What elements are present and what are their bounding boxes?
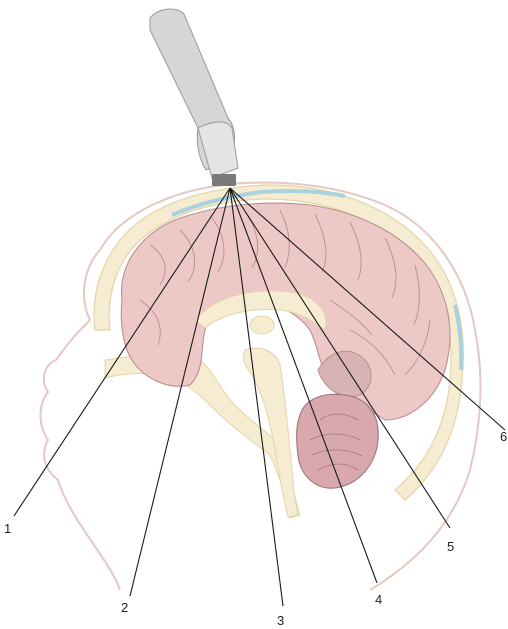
label-1: 1: [4, 521, 11, 536]
label-4: 4: [375, 592, 382, 607]
label-2: 2: [121, 600, 128, 615]
cerebellum: [297, 394, 379, 488]
probe-tip: [212, 174, 236, 186]
label-6: 6: [500, 429, 507, 444]
lateral-ventricle: [250, 316, 274, 334]
label-5: 5: [447, 539, 454, 554]
probe-neck: [198, 122, 238, 178]
ultrasound-probe-icon: [150, 9, 238, 186]
label-3: 3: [277, 613, 284, 628]
